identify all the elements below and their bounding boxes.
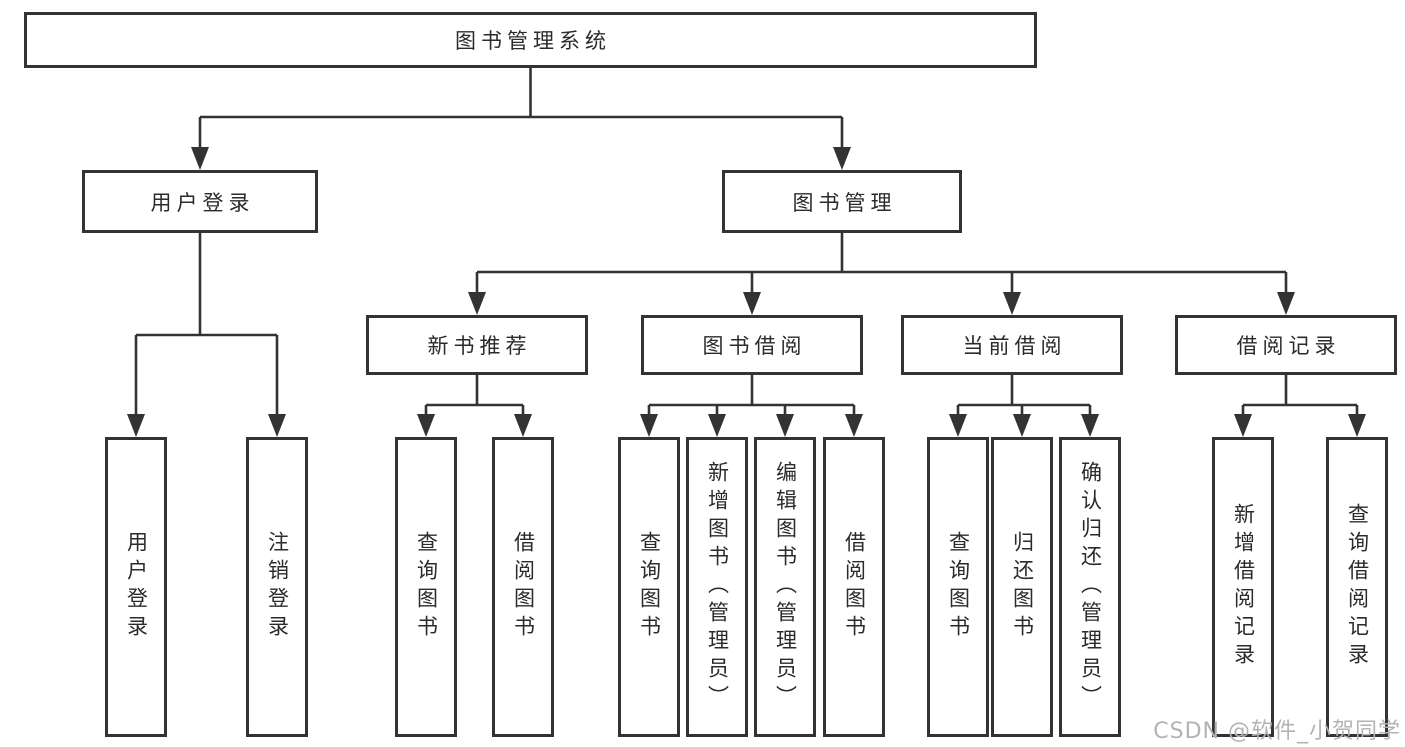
node-new-book-recommendation: 新书推荐 bbox=[366, 315, 588, 375]
leaf-borrow-books-2-label: 借阅图书 bbox=[842, 531, 867, 643]
leaf-add-books-admin: 新增图书（管理员） bbox=[686, 437, 748, 737]
leaf-add-books-admin-label: 新增图书（管理员） bbox=[705, 461, 730, 713]
leaf-edit-books-admin: 编辑图书（管理员） bbox=[754, 437, 816, 737]
leaf-confirm-return-admin: 确认归还（管理员） bbox=[1059, 437, 1121, 737]
leaf-return-books: 归还图书 bbox=[991, 437, 1053, 737]
leaf-borrow-books-1-label: 借阅图书 bbox=[511, 531, 536, 643]
node-user-login-label: 用户登录 bbox=[150, 190, 255, 215]
leaf-query-books-3: 查询图书 bbox=[927, 437, 989, 737]
leaf-query-books-1: 查询图书 bbox=[395, 437, 457, 737]
node-book-management: 图书管理 bbox=[722, 170, 962, 233]
node-user-login: 用户登录 bbox=[82, 170, 318, 233]
node-borrowing-records-label: 借阅记录 bbox=[1236, 334, 1341, 358]
leaf-query-books-2: 查询图书 bbox=[618, 437, 680, 737]
node-root-label: 图书管理系统 bbox=[455, 29, 611, 53]
leaf-user-login: 用户登录 bbox=[105, 437, 167, 737]
leaf-borrow-books-1: 借阅图书 bbox=[492, 437, 554, 737]
node-book-borrowing: 图书借阅 bbox=[641, 315, 863, 375]
leaf-return-books-label: 归还图书 bbox=[1010, 531, 1035, 643]
node-current-borrowing-label: 当前借阅 bbox=[962, 334, 1067, 358]
leaf-borrow-books-2: 借阅图书 bbox=[823, 437, 885, 737]
node-root: 图书管理系统 bbox=[24, 12, 1037, 68]
leaf-query-borrow-record: 查询借阅记录 bbox=[1326, 437, 1388, 737]
leaf-logout: 注销登录 bbox=[246, 437, 308, 737]
leaf-query-books-2-label: 查询图书 bbox=[637, 531, 662, 643]
csdn-watermark: CSDN @软件_小贺同学 bbox=[1153, 719, 1401, 744]
leaf-query-books-1-label: 查询图书 bbox=[414, 531, 439, 643]
leaf-edit-books-admin-label: 编辑图书（管理员） bbox=[773, 461, 798, 713]
node-current-borrowing: 当前借阅 bbox=[901, 315, 1123, 375]
leaf-query-borrow-record-label: 查询借阅记录 bbox=[1345, 503, 1370, 671]
node-new-book-recommendation-label: 新书推荐 bbox=[427, 334, 532, 358]
node-book-management-label: 图书管理 bbox=[792, 190, 897, 215]
node-borrowing-records: 借阅记录 bbox=[1175, 315, 1397, 375]
node-book-borrowing-label: 图书借阅 bbox=[702, 334, 807, 358]
leaf-logout-label: 注销登录 bbox=[265, 531, 290, 643]
leaf-add-borrow-record-label: 新增借阅记录 bbox=[1231, 503, 1256, 671]
leaf-user-login-label: 用户登录 bbox=[124, 531, 149, 643]
leaf-confirm-return-admin-label: 确认归还（管理员） bbox=[1078, 461, 1103, 713]
leaf-query-books-3-label: 查询图书 bbox=[946, 531, 971, 643]
leaf-add-borrow-record: 新增借阅记录 bbox=[1212, 437, 1274, 737]
